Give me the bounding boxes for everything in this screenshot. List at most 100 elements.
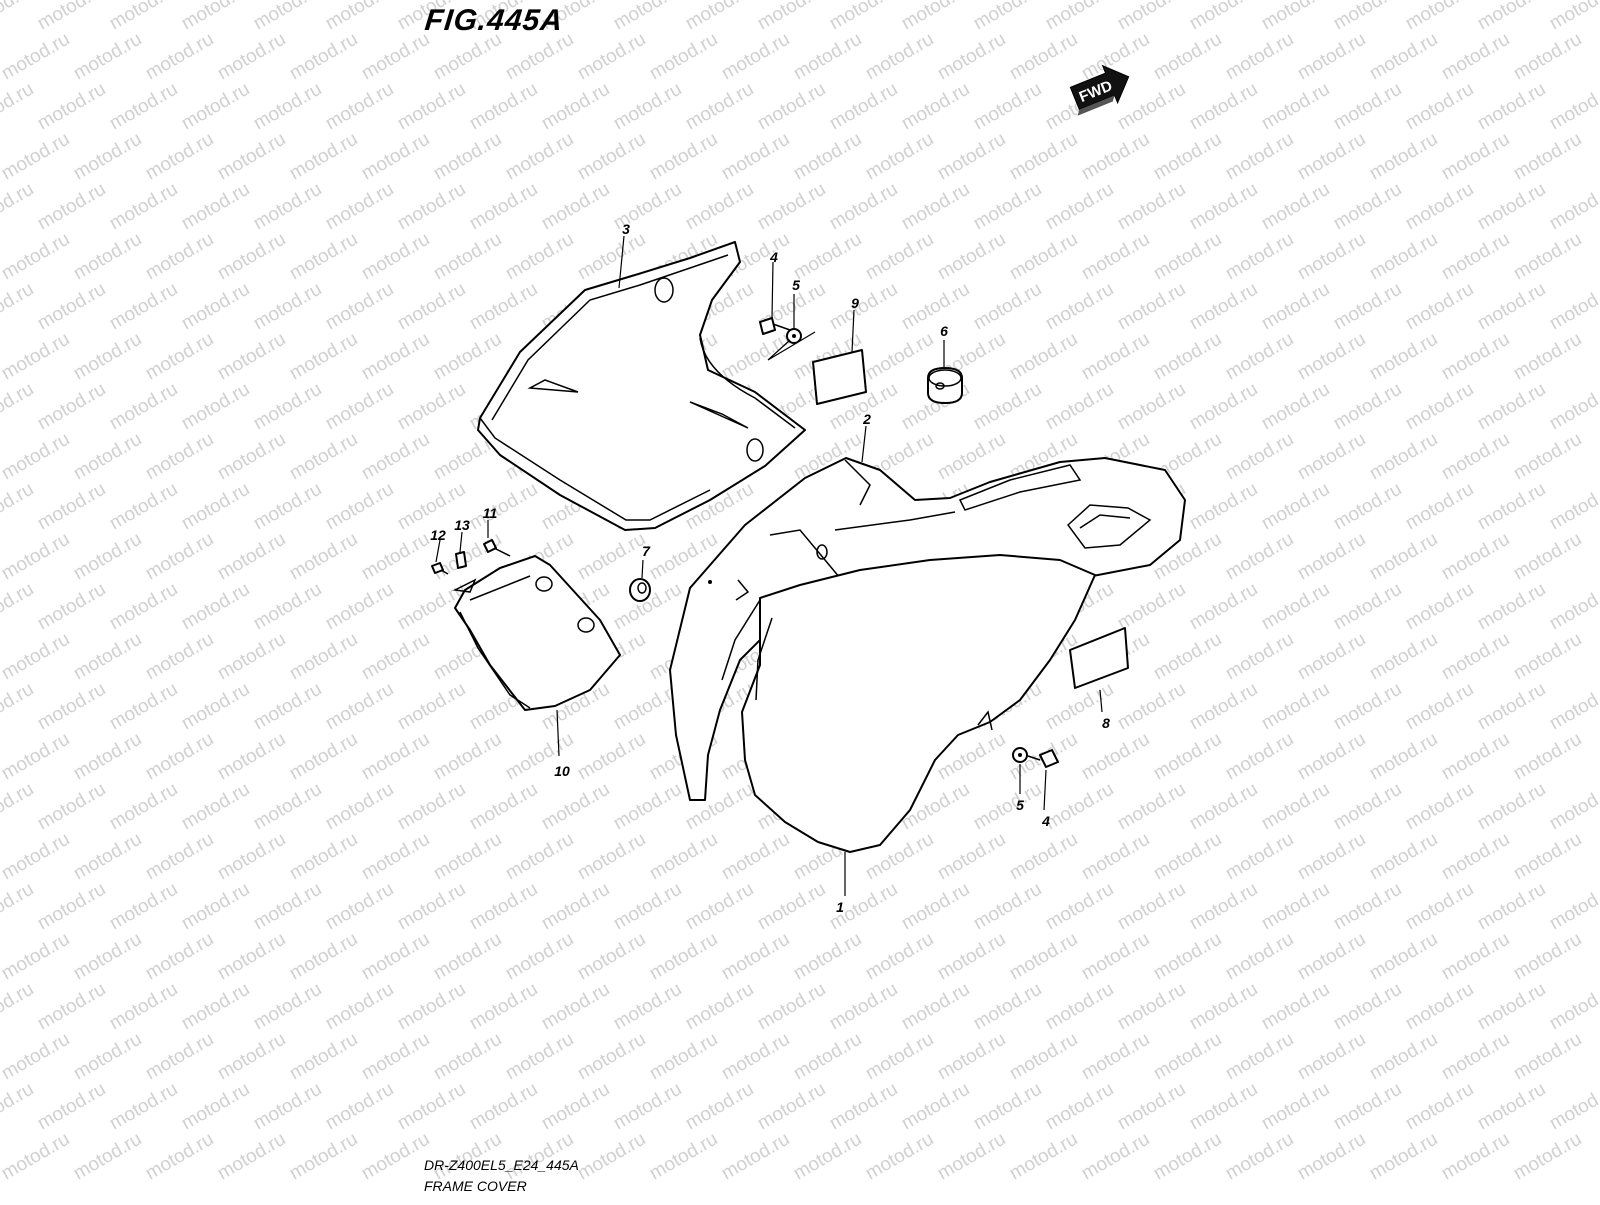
watermark-text: motod.ru	[718, 1029, 793, 1085]
part-1-frame-cover[interactable]	[721, 554, 1096, 853]
watermark-text: motod.ru	[142, 29, 217, 85]
watermark-text: motod.ru	[1546, 1079, 1600, 1135]
part-3-rear-cover[interactable]	[477, 241, 806, 531]
watermark-text: motod.ru	[1330, 279, 1405, 335]
watermark-text: motod.ru	[1222, 629, 1297, 685]
part-12-screw[interactable]	[431, 562, 449, 575]
watermark-text: motod.ru	[106, 379, 181, 435]
watermark-text: motod.ru	[34, 679, 109, 735]
watermark-text: motod.ru	[0, 179, 37, 235]
watermark-text: motod.ru	[610, 1079, 685, 1135]
callout-5-lower: 5	[1016, 797, 1024, 813]
watermark-text: motod.ru	[1150, 229, 1225, 285]
watermark-text: motod.ru	[106, 79, 181, 135]
watermark-text: motod.ru	[1294, 829, 1369, 885]
watermark-text: motod.ru	[1186, 279, 1261, 335]
watermark-text: motod.ru	[1222, 829, 1297, 885]
watermark-text: motod.ru	[1510, 729, 1585, 785]
watermark-text: motod.ru	[1330, 1079, 1405, 1135]
watermark-text: motod.ru	[1186, 379, 1261, 435]
watermark-text: motod.ru	[178, 179, 253, 235]
watermark-text: motod.ru	[790, 929, 865, 985]
watermark-text: motod.ru	[178, 379, 253, 435]
watermark-text: motod.ru	[1150, 1029, 1225, 1085]
watermark-text: motod.ru	[610, 79, 685, 135]
watermark-text: motod.ru	[106, 979, 181, 1035]
watermark-text: motod.ru	[142, 1029, 217, 1085]
watermark-text: motod.ru	[1078, 1029, 1153, 1085]
watermark-text: motod.ru	[1150, 929, 1225, 985]
watermark-text: motod.ru	[1006, 929, 1081, 985]
watermark-text: motod.ru	[34, 579, 109, 635]
watermark-text: motod.ru	[466, 79, 541, 135]
watermark-text: motod.ru	[1330, 0, 1405, 34]
watermark-text: motod.ru	[970, 879, 1045, 935]
part-10-small-cover[interactable]	[452, 555, 621, 711]
watermark-text: motod.ru	[1330, 479, 1405, 535]
forward-arrow-icon: FWD	[1069, 64, 1130, 116]
part-11-screw[interactable]	[483, 539, 511, 557]
watermark-text: motod.ru	[574, 129, 649, 185]
watermark-text: motod.ru	[286, 929, 361, 985]
watermark-text: motod.ru	[718, 829, 793, 885]
watermark-text: motod.ru	[70, 129, 145, 185]
watermark-text: motod.ru	[970, 379, 1045, 435]
part-8-pad[interactable]	[1069, 627, 1129, 689]
watermark-text: motod.ru	[1042, 1079, 1117, 1135]
watermark-text: motod.ru	[1042, 379, 1117, 435]
watermark-text: motod.ru	[142, 629, 217, 685]
watermark-text: motod.ru	[286, 129, 361, 185]
watermark-text: motod.ru	[754, 179, 829, 235]
watermark-text: motod.ru	[1366, 629, 1441, 685]
callout-9: 9	[851, 295, 859, 311]
watermark-text: motod.ru	[214, 729, 289, 785]
part-4-bolt-lower[interactable]	[1027, 749, 1059, 768]
part-5-washer-lower[interactable]	[1012, 747, 1028, 763]
part-13-clip[interactable]	[455, 551, 467, 569]
part-9-pad[interactable]	[812, 349, 867, 405]
watermark-text: motod.ru	[1222, 1129, 1297, 1185]
watermark-text: motod.ru	[430, 329, 505, 385]
watermark-text: motod.ru	[682, 879, 757, 935]
watermark-text: motod.ru	[466, 279, 541, 335]
watermark-text: motod.ru	[1510, 29, 1585, 85]
watermark-text: motod.ru	[1402, 879, 1477, 935]
watermark-text: motod.ru	[0, 779, 37, 835]
watermark-text: motod.ru	[574, 729, 649, 785]
watermark-text: motod.ru	[1294, 729, 1369, 785]
watermark-text: motod.ru	[1438, 729, 1513, 785]
watermark-text: motod.ru	[0, 529, 73, 585]
watermark-text: motod.ru	[70, 229, 145, 285]
watermark-text: motod.ru	[1222, 729, 1297, 785]
watermark-text: motod.ru	[358, 129, 433, 185]
watermark-text: motod.ru	[286, 529, 361, 585]
watermark-text: motod.ru	[1402, 179, 1477, 235]
watermark-text: motod.ru	[1546, 779, 1600, 835]
watermark-text: motod.ru	[394, 179, 469, 235]
watermark-text: motod.ru	[1330, 779, 1405, 835]
watermark-text: motod.ru	[538, 179, 613, 235]
watermark-text: motod.ru	[214, 929, 289, 985]
part-5-washer-upper[interactable]	[786, 328, 802, 344]
watermark-text: motod.ru	[178, 479, 253, 535]
watermark-text: motod.ru	[250, 679, 325, 735]
part-4-bolt-upper[interactable]	[759, 317, 791, 335]
watermark-text: motod.ru	[1510, 1129, 1585, 1185]
watermark-text: motod.ru	[142, 229, 217, 285]
watermark-text: motod.ru	[1510, 929, 1585, 985]
watermark-text: motod.ru	[358, 629, 433, 685]
watermark-text: motod.ru	[34, 1079, 109, 1135]
part-6-grommet[interactable]	[927, 367, 963, 404]
watermark-text: motod.ru	[286, 629, 361, 685]
watermark-text: motod.ru	[178, 679, 253, 735]
watermark-text: motod.ru	[394, 979, 469, 1035]
watermark-text: motod.ru	[1294, 229, 1369, 285]
watermark-text: motod.ru	[70, 429, 145, 485]
watermark-text: motod.ru	[250, 779, 325, 835]
watermark-text: motod.ru	[646, 29, 721, 85]
watermark-text: motod.ru	[1438, 329, 1513, 385]
watermark-text: motod.ru	[898, 979, 973, 1035]
part-7-grommet[interactable]	[629, 578, 651, 602]
watermark-text: motod.ru	[754, 79, 829, 135]
